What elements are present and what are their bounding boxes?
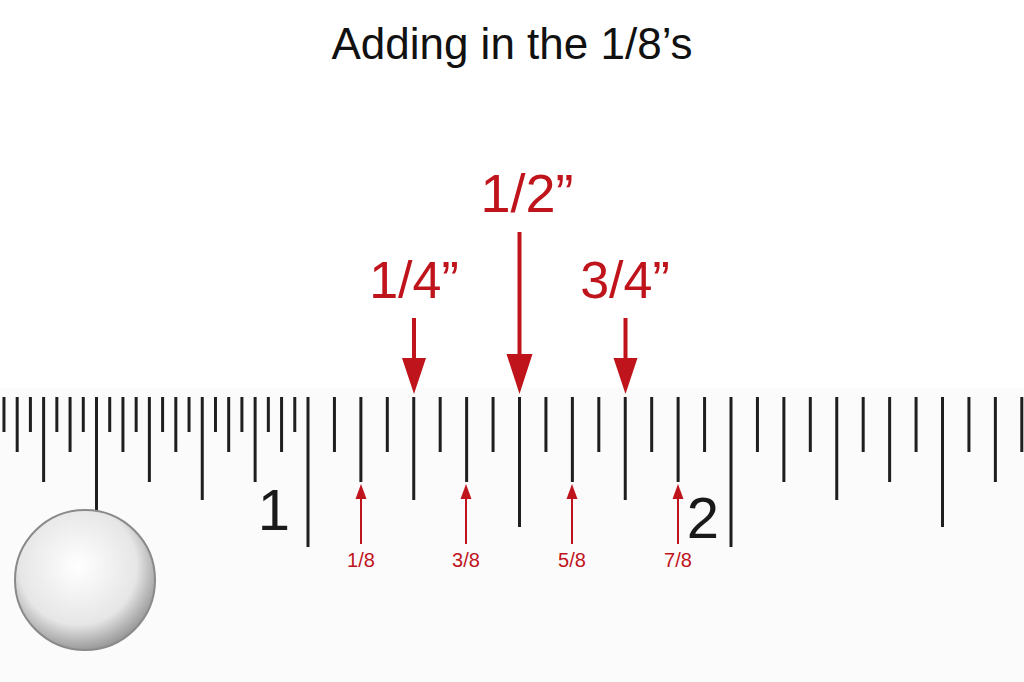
tick-mark (280, 397, 283, 452)
arrow-head (614, 358, 638, 394)
tick-mark (492, 397, 495, 452)
tick-mark (69, 397, 72, 452)
arrow-head (356, 484, 367, 499)
tick-mark (809, 397, 812, 452)
tick-mark (597, 397, 600, 452)
eighth-label: 3/8 (452, 550, 480, 570)
tick-mark (730, 397, 733, 547)
tick-mark (941, 397, 944, 527)
tick-mark (55, 397, 58, 432)
tick-mark (29, 397, 32, 432)
tick-mark (214, 397, 217, 432)
tick-mark (121, 397, 124, 452)
tick-mark (703, 397, 706, 452)
tick-mark (174, 397, 177, 452)
fraction-label: 3/4” (580, 254, 670, 306)
tick-mark (108, 397, 111, 432)
pointer-arrow (624, 318, 628, 360)
tick-mark (439, 397, 442, 452)
tick-mark (201, 397, 204, 500)
tick-mark (650, 397, 653, 452)
eighth-label: 1/8 (347, 550, 375, 570)
hang-hole (15, 510, 155, 650)
tick-mark (359, 397, 362, 482)
arrow-head (402, 358, 426, 394)
tick-mark (518, 397, 521, 527)
arrow-head (567, 484, 578, 499)
tick-mark (42, 397, 45, 482)
pointer-arrow (465, 497, 467, 544)
tick-mark (188, 397, 191, 432)
figure-title: Adding in the 1/8’s (331, 22, 692, 66)
tick-mark (544, 397, 547, 452)
tick-mark (835, 397, 838, 500)
tick-mark (95, 397, 98, 527)
eighth-label: 7/8 (664, 550, 692, 570)
tick-mark (293, 397, 296, 432)
inch-number: 1 (258, 481, 290, 539)
tick-mark (240, 397, 243, 432)
arrow-head (461, 484, 472, 499)
tick-mark (888, 397, 891, 482)
tick-mark (412, 397, 415, 500)
fraction-label: 1/4” (369, 254, 459, 306)
pointer-arrow (677, 497, 679, 544)
arrow-head (673, 484, 684, 499)
tick-marks (4, 397, 1022, 547)
tick-mark (967, 397, 970, 452)
tick-mark (624, 397, 627, 500)
tick-mark (148, 397, 151, 482)
tick-mark (915, 397, 918, 452)
tick-mark (994, 397, 997, 482)
inch-number: 2 (687, 489, 719, 547)
tick-mark (1020, 397, 1023, 452)
pointer-arrow (571, 497, 573, 544)
ruler-body (0, 388, 1024, 682)
arrow-head (507, 354, 533, 394)
tick-mark (307, 397, 310, 547)
tick-mark (2, 397, 5, 432)
tick-mark (16, 397, 19, 452)
pointer-arrows (356, 232, 684, 544)
pointer-arrow (518, 232, 522, 356)
tick-mark (267, 397, 270, 432)
tick-mark (254, 397, 257, 482)
tick-mark (677, 397, 680, 482)
eighth-label: 5/8 (558, 550, 586, 570)
pointer-arrow (412, 318, 416, 360)
tick-mark (571, 397, 574, 482)
tick-mark (465, 397, 468, 482)
tick-mark (782, 397, 785, 482)
tick-mark (862, 397, 865, 452)
pointer-arrow (360, 497, 362, 544)
tick-mark (333, 397, 336, 452)
tick-mark (227, 397, 230, 452)
tick-mark (161, 397, 164, 432)
tick-mark (756, 397, 759, 452)
tick-mark (135, 397, 138, 432)
tick-mark (386, 397, 389, 452)
fraction-label: 1/2” (480, 166, 573, 220)
tick-mark (82, 397, 85, 432)
